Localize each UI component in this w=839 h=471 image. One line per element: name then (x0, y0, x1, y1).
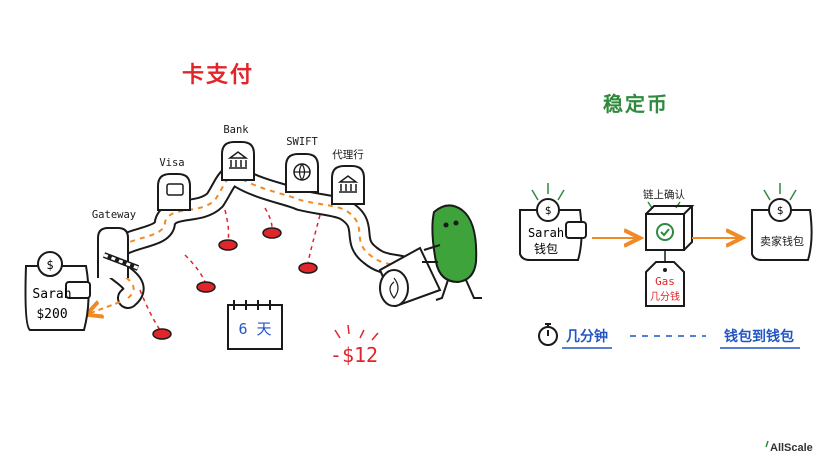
calendar-days: 6 天 (238, 320, 271, 338)
coin-symbol: $ (777, 204, 784, 217)
eye-icon (453, 220, 459, 226)
coin-icon (536, 198, 560, 222)
gateway-stop: Gateway (92, 209, 140, 278)
stop-label-visa: Visa (159, 157, 184, 169)
stablecoin-title: 稳定币 (603, 92, 669, 116)
chain-confirmation: 链上确认 (643, 188, 695, 262)
bank-stop: Bank (221, 124, 255, 181)
sarah-stablecoin-wallet: $ Sarah 钱包 (519, 183, 587, 261)
stop-label-correspondent: 代理行 (332, 148, 364, 161)
rolling-blob-character (378, 204, 482, 308)
gas-label: Gas (655, 275, 675, 288)
stablecoin-time: 几分钟 (566, 328, 608, 345)
gas-cost: 几分钱 (650, 290, 680, 303)
gas-tag: Gas 几分钱 (645, 261, 685, 307)
chain-confirm-label: 链上确认 (643, 188, 685, 201)
fee-coins (139, 207, 321, 340)
coin-icon (768, 198, 792, 222)
seller-wallet: $ 卖家钱包 (751, 183, 813, 261)
brand-name: AllScale (770, 442, 813, 454)
stablecoin-route: 钱包到钱包 (724, 328, 794, 345)
stop-label-gateway: Gateway (92, 209, 136, 221)
fee-text: -$12 (330, 343, 378, 367)
bank-icon (337, 175, 359, 193)
calendar-icon: 6 天 (227, 300, 283, 350)
coin-icon (37, 251, 63, 277)
wallet-name: Sarah (528, 226, 564, 240)
coin-symbol: $ (46, 258, 53, 272)
sarah-wallet: $ Sarah $200 (24, 251, 91, 331)
wallet-label: 钱包 (534, 241, 558, 256)
wallet-amount: $200 (36, 307, 67, 322)
bank-icon (227, 151, 249, 169)
coin-symbol: $ (545, 204, 552, 217)
brand-logo: AllScale (765, 440, 813, 454)
eye-icon (443, 222, 449, 228)
wallet-name: Sarah (32, 287, 71, 302)
correspondent-bank-stop: 代理行 (331, 148, 365, 205)
stop-label-bank: Bank (223, 124, 249, 136)
card-icon (166, 183, 184, 196)
fee-amount: -$12 (330, 324, 379, 367)
check-icon (656, 223, 674, 241)
stop-label-swift: SWIFT (286, 136, 318, 148)
stopwatch-icon (538, 323, 558, 346)
card-payment-title: 卡支付 (182, 63, 254, 88)
swift-stop: SWIFT (285, 136, 319, 193)
seller-wallet-label: 卖家钱包 (760, 234, 804, 248)
visa-stop: Visa (157, 157, 191, 211)
